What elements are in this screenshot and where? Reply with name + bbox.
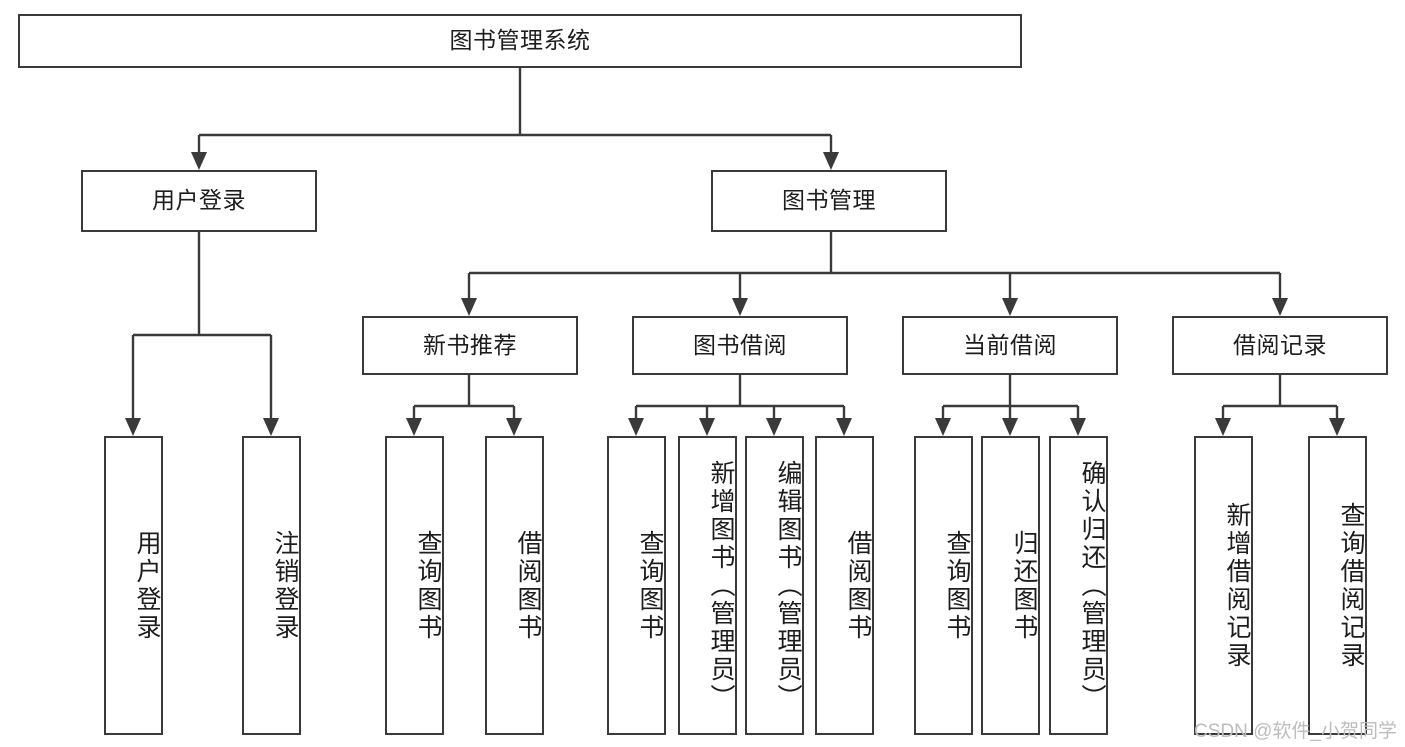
arrow-current-leaf-3 [1070, 418, 1086, 436]
arrow-root-to-bookmgmt [823, 152, 839, 170]
leaf-records-query-record[interactable]: 查询借阅记录 [1308, 436, 1367, 735]
arrow-root-to-userlogin [191, 152, 207, 170]
leaf-borrow-add-book-admin[interactable]: 新增图书（管理员） [678, 436, 737, 735]
node-root-book-management-system[interactable]: 图书管理系统 [18, 14, 1022, 68]
node-book-borrowing[interactable]: 图书借阅 [632, 316, 848, 375]
watermark-text: CSDN @软件_小贺同学 [1194, 721, 1397, 742]
arrow-bookmgmt-child-1 [461, 298, 477, 316]
leaf-current-return-books[interactable]: 归还图书 [981, 436, 1040, 735]
arrow-bookmgmt-child-3 [1002, 298, 1018, 316]
arrow-borrow-leaf-1 [628, 418, 644, 436]
arrow-borrow-leaf-2 [699, 418, 715, 436]
arrow-userlogin-leaf-2 [263, 418, 279, 436]
node-borrowing-records[interactable]: 借阅记录 [1172, 316, 1388, 375]
leaf-new-book-borrow-books[interactable]: 借阅图书 [485, 436, 544, 735]
arrow-current-leaf-1 [935, 418, 951, 436]
arrow-bookmgmt-child-2 [732, 298, 748, 316]
arrow-userlogin-leaf-1 [125, 418, 141, 436]
node-book-management[interactable]: 图书管理 [711, 170, 947, 232]
arrow-newbook-leaf-1 [406, 418, 422, 436]
node-new-book-recommendation[interactable]: 新书推荐 [362, 316, 578, 375]
leaf-current-query-books[interactable]: 查询图书 [914, 436, 973, 735]
leaf-user-login-logout[interactable]: 注销登录 [242, 436, 301, 735]
arrow-current-leaf-2 [1002, 418, 1018, 436]
leaf-borrow-edit-book-admin[interactable]: 编辑图书（管理员） [745, 436, 804, 735]
leaf-current-confirm-return-admin[interactable]: 确认归还（管理员） [1049, 436, 1108, 735]
arrow-newbook-leaf-2 [506, 418, 522, 436]
arrow-records-leaf-2 [1329, 418, 1345, 436]
node-current-borrowing[interactable]: 当前借阅 [902, 316, 1118, 375]
leaf-records-add-record[interactable]: 新增借阅记录 [1194, 436, 1253, 735]
arrow-borrow-leaf-3 [766, 418, 782, 436]
arrow-records-leaf-1 [1215, 418, 1231, 436]
leaf-borrow-query-books[interactable]: 查询图书 [607, 436, 666, 735]
leaf-new-book-query-books[interactable]: 查询图书 [385, 436, 444, 735]
leaf-user-login-login[interactable]: 用户登录 [104, 436, 163, 735]
leaf-borrow-borrow-books[interactable]: 借阅图书 [815, 436, 874, 735]
arrow-bookmgmt-child-4 [1272, 298, 1288, 316]
node-user-login[interactable]: 用户登录 [81, 170, 317, 232]
arrow-borrow-leaf-4 [836, 418, 852, 436]
